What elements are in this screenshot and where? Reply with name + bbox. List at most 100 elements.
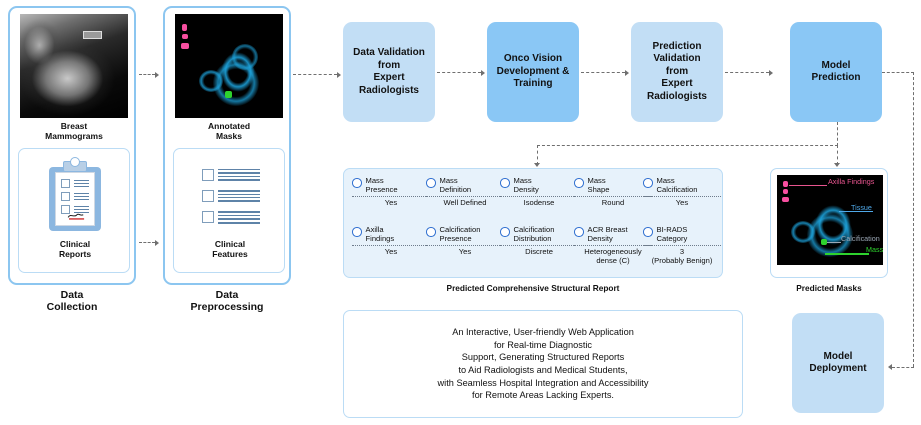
predicted-report-caption: Predicted Comprehensive Structural Repor… xyxy=(446,283,620,293)
mask-axilla-marker xyxy=(783,181,788,187)
stage-data-collection: Breast Mammograms xyxy=(8,6,136,285)
callout-line-tissue xyxy=(839,211,873,213)
annotated-mask-image xyxy=(175,14,283,118)
feature-axilla-findings[interactable]: Axilla Findings Yes xyxy=(352,225,430,257)
checklist-row xyxy=(202,190,260,203)
process-box-model-deployment[interactable]: Model Deployment xyxy=(792,313,884,413)
breast-mammograms-label-line2: Mammograms xyxy=(45,131,103,141)
radio-button-icon[interactable] xyxy=(500,178,510,188)
process-label-line: from xyxy=(665,65,689,77)
clinical-reports-card: Clinical Reports xyxy=(18,148,130,273)
mammogram-marker xyxy=(82,30,102,39)
feature-name-line2: Definition xyxy=(439,184,472,194)
feature-header: ACR Breast Density xyxy=(574,225,652,243)
process-box-model-prediction[interactable]: Model Prediction xyxy=(790,22,882,122)
radio-button-icon[interactable] xyxy=(643,178,653,188)
feature-name-line2: Distribution xyxy=(513,233,552,243)
feature-calcification-distribution[interactable]: Calcification Distribution Discrete xyxy=(500,225,578,257)
feature-name: BI-RADS Category xyxy=(656,225,688,243)
checkbox-icon xyxy=(61,205,70,214)
feature-mass-presence[interactable]: Mass Presence Yes xyxy=(352,176,430,208)
connector-oncovision-to-predvalidation xyxy=(581,69,631,76)
breast-mammograms-label-line1: Breast xyxy=(60,121,88,131)
connector-prediction-down-to-branch xyxy=(837,122,838,146)
feature-value: Round xyxy=(601,198,625,208)
data-collection-caption: Data Collection xyxy=(8,289,136,313)
deployment-line: for Real-time Diagnostic xyxy=(493,339,593,350)
arrow-head-icon xyxy=(337,71,341,78)
process-box-prediction-validation[interactable]: Prediction Validation from Expert Radiol… xyxy=(631,22,723,122)
arrow-head-icon xyxy=(481,69,485,76)
connector-predvalidation-to-modelprediction xyxy=(725,69,775,76)
annotated-masks-label-line1: Annotated xyxy=(207,121,251,131)
process-label-line: Radiologists xyxy=(358,84,419,96)
feature-header: Mass Presence xyxy=(352,176,430,194)
clipboard-ring xyxy=(70,157,80,167)
radio-button-icon[interactable] xyxy=(574,227,584,237)
stage-data-preprocessing: Annotated Masks Clinical Features xyxy=(163,6,291,285)
clinical-reports-label: Clinical Reports xyxy=(19,239,131,259)
feature-mass-calcification[interactable]: Mass Calcification Yes xyxy=(643,176,721,208)
feature-name: Mass Shape xyxy=(588,176,610,194)
checklist-row xyxy=(202,169,260,182)
radio-button-icon[interactable] xyxy=(500,227,510,237)
arrow-head-icon xyxy=(155,71,159,78)
feature-mass-definition[interactable]: Mass Definition Well Defined xyxy=(426,176,504,208)
process-label-line: Training xyxy=(513,78,553,90)
feature-divider xyxy=(574,245,652,247)
connector-branch-left-down xyxy=(537,145,538,165)
feature-name: Mass Presence xyxy=(365,176,398,194)
feature-mass-density[interactable]: Mass Density Isodense xyxy=(500,176,578,208)
radio-button-icon[interactable] xyxy=(426,178,436,188)
feature-mass-shape[interactable]: Mass Shape Round xyxy=(574,176,652,208)
feature-name: ACR Breast Density xyxy=(587,225,628,243)
annotated-masks-label-line2: Masks xyxy=(216,131,242,141)
mask-axilla-marker xyxy=(181,43,189,49)
process-label-line: Validation xyxy=(653,53,701,65)
clipboard-icon xyxy=(49,157,101,231)
feature-value: Yes xyxy=(458,247,472,257)
process-label-line: Model xyxy=(823,350,853,362)
feature-name: Calcification Presence xyxy=(440,225,481,243)
feature-value: Yes xyxy=(384,198,398,208)
feature-name-line1: Calcification xyxy=(513,225,555,234)
process-label-line: from xyxy=(377,59,401,71)
data-preprocessing-caption-line2: Preprocessing xyxy=(190,301,264,313)
feature-header: Axilla Findings xyxy=(352,225,430,243)
feature-divider xyxy=(352,245,430,247)
feature-name-line2: Presence xyxy=(365,184,398,194)
text-lines xyxy=(218,190,260,203)
checkbox-icon xyxy=(202,190,214,203)
clinical-features-label-line1: Clinical xyxy=(214,239,246,249)
radio-button-icon[interactable] xyxy=(574,178,584,188)
process-label-line: Expert xyxy=(661,78,693,90)
mask-lesion-marker xyxy=(225,91,232,98)
feature-value: Discrete xyxy=(525,247,553,257)
text-lines xyxy=(218,169,260,182)
deployment-description-panel: An Interactive, User-friendly Web Applic… xyxy=(343,310,743,418)
predicted-masks-card: Axilla Findings Tissue Calcification Mas… xyxy=(770,168,888,278)
deployment-line: for Remote Areas Lacking Experts. xyxy=(472,390,614,401)
deployment-description-text: An Interactive, User-friendly Web Applic… xyxy=(438,326,649,402)
radio-button-icon[interactable] xyxy=(643,227,653,237)
data-preprocessing-caption-line1: Data xyxy=(215,289,239,301)
arrow-head-icon xyxy=(769,69,773,76)
feature-calcification-presence[interactable]: Calcification Presence Yes xyxy=(426,225,504,257)
mask-axilla-marker xyxy=(782,197,789,202)
callout-axilla-findings: Axilla Findings xyxy=(828,177,875,186)
process-label-line: Prediction xyxy=(652,40,702,52)
feature-acr-breast-density[interactable]: ACR Breast Density Heterogeneously dense… xyxy=(574,225,652,266)
clinical-features-card: Clinical Features xyxy=(173,148,285,273)
feature-name: Mass Density xyxy=(514,176,539,194)
radio-button-icon[interactable] xyxy=(426,227,436,237)
process-label-line: Expert xyxy=(373,72,405,83)
feature-birads-category[interactable]: BI-RADS Category 3 (Probably Benign) xyxy=(643,225,721,266)
process-box-onco-vision[interactable]: Onco Vision Development & Training xyxy=(487,22,579,122)
feature-name-line1: BI-RADS xyxy=(656,225,688,234)
mask-axilla-marker xyxy=(182,24,187,31)
process-box-data-validation[interactable]: Data Validation from Expert Radiologists xyxy=(343,22,435,122)
mask-tissue-region xyxy=(791,221,815,243)
radio-button-icon[interactable] xyxy=(352,178,362,188)
radio-button-icon[interactable] xyxy=(352,227,362,237)
feature-name-line1: ACR Breast xyxy=(587,225,628,234)
